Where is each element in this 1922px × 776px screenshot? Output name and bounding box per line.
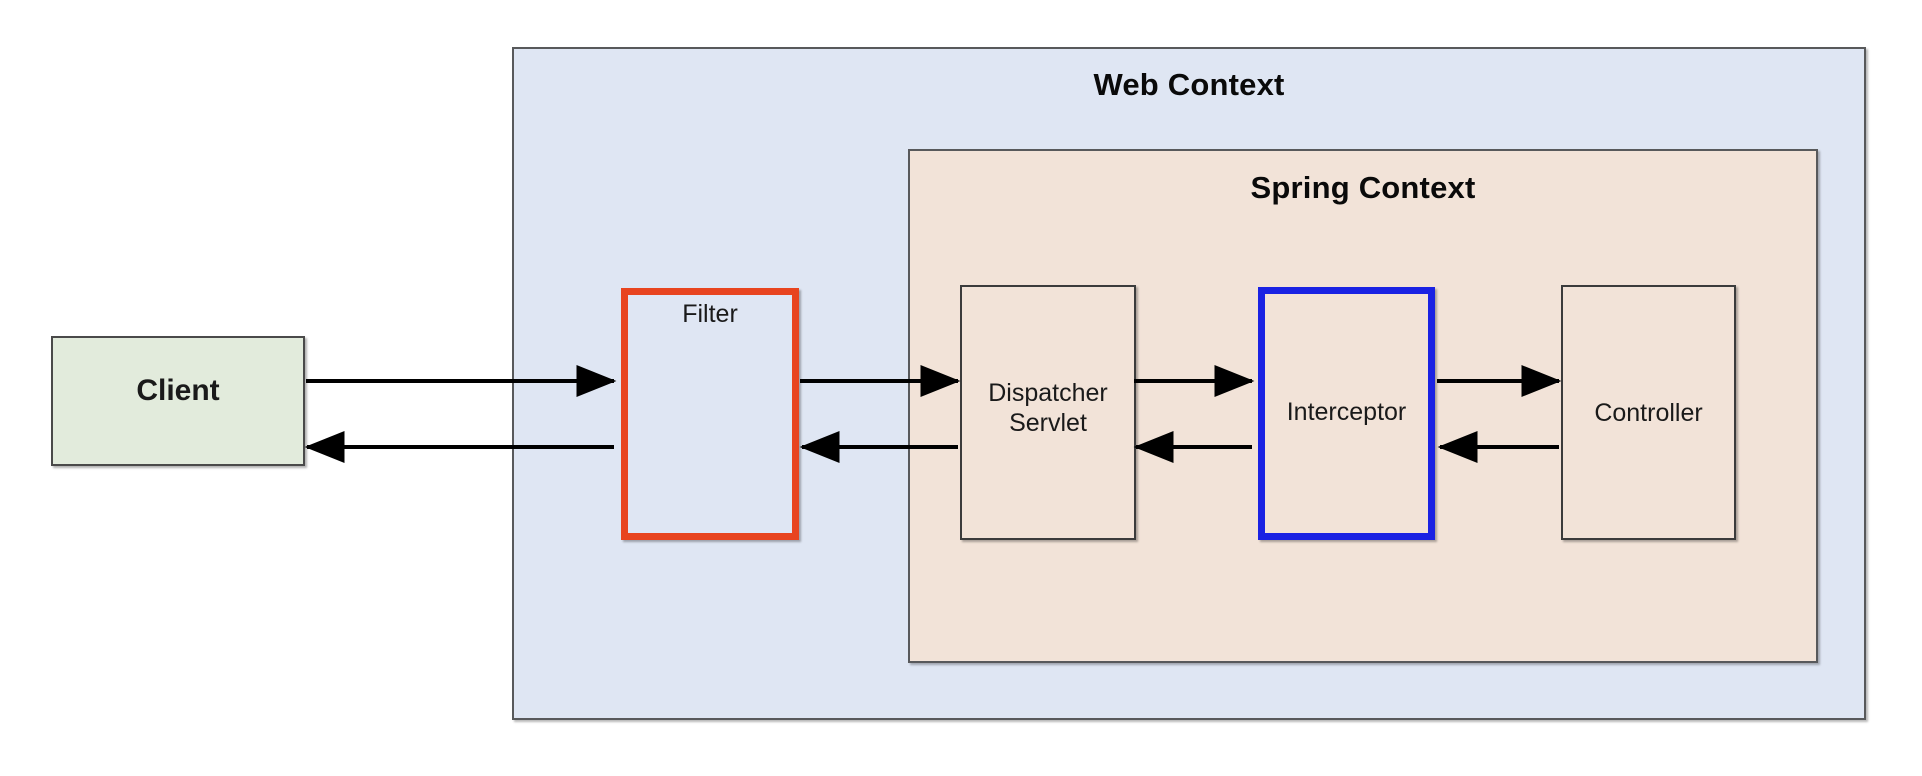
node-controller-label: Controller [1594,399,1703,427]
node-controller[interactable]: Controller [1561,285,1736,540]
node-dispatcher-servlet-label: Dispatcher Servlet [988,379,1108,437]
node-client-label: Client [136,374,220,407]
node-filter-label: Filter [682,300,738,328]
node-client[interactable]: Client [51,336,305,466]
node-filter[interactable]: Filter [621,288,799,540]
spring-context-title: Spring Context [1250,170,1476,205]
node-interceptor[interactable]: Interceptor [1258,287,1435,540]
web-context-title: Web Context [1093,67,1285,102]
node-dispatcher-servlet[interactable]: Dispatcher Servlet [960,285,1136,540]
node-interceptor-label: Interceptor [1286,398,1407,426]
